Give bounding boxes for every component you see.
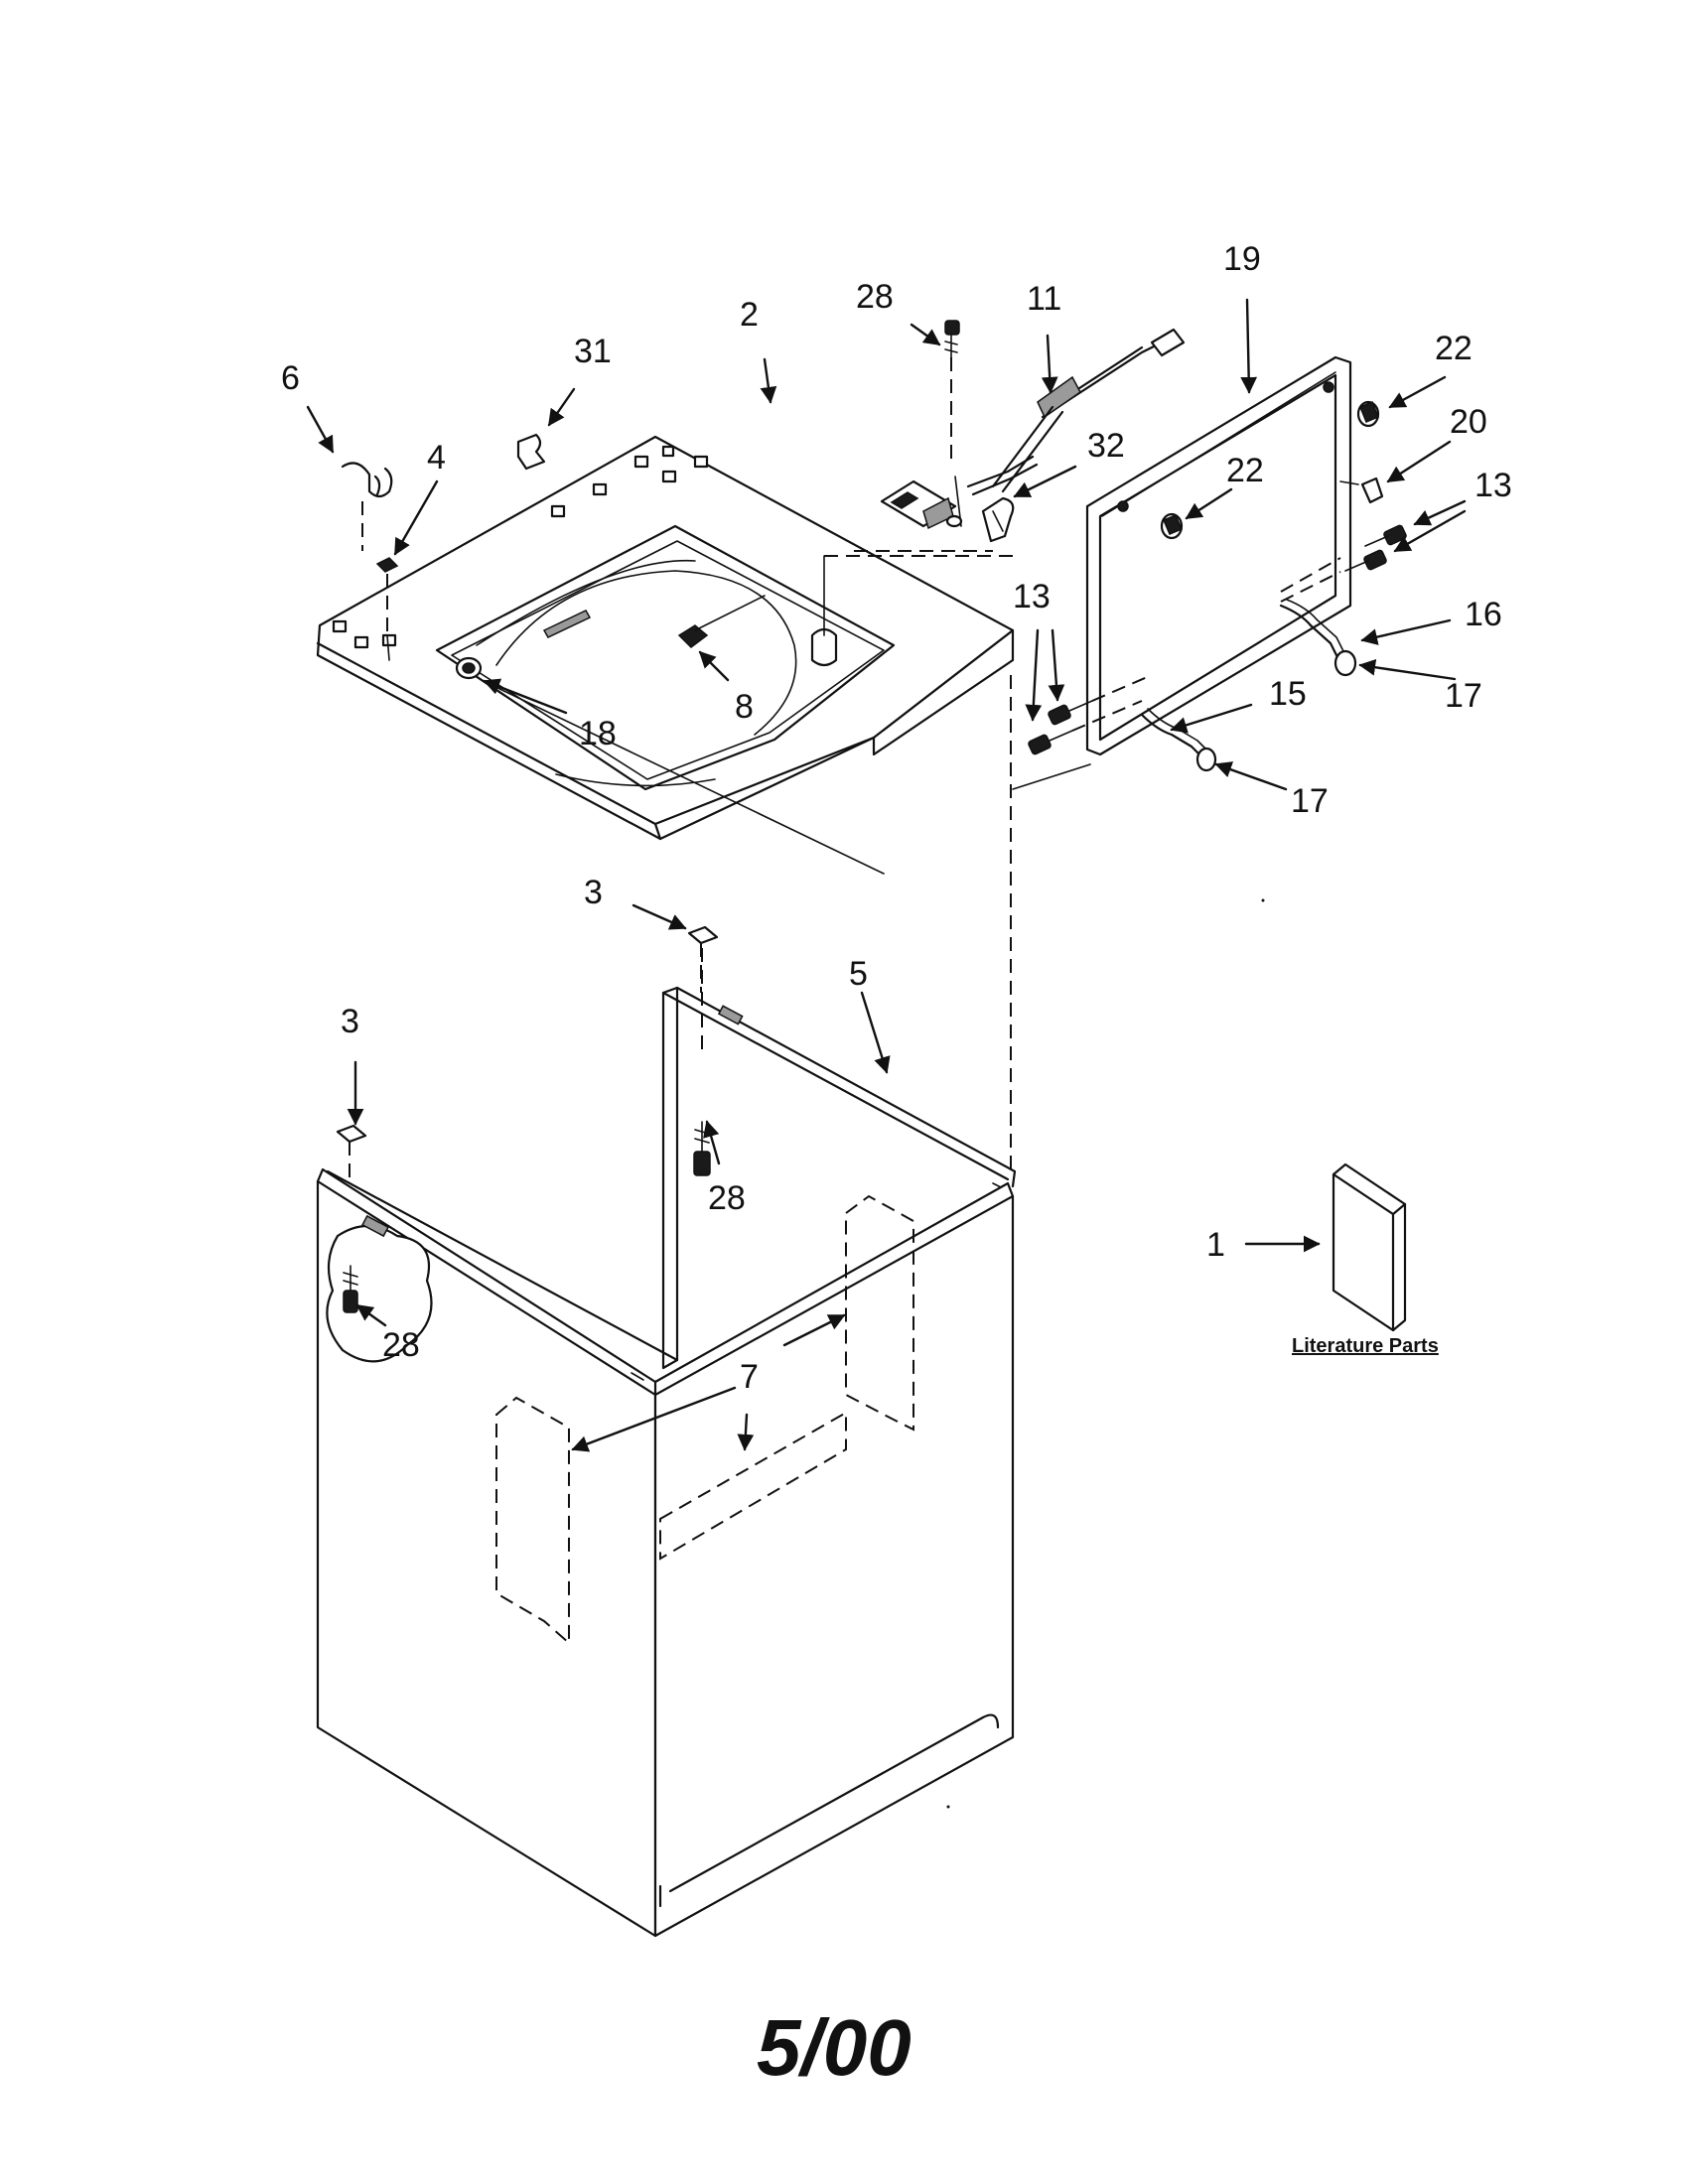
knob-icon [1160, 512, 1184, 540]
clip-icon [687, 925, 719, 993]
screw-icon [343, 1265, 358, 1313]
screw-icon [693, 948, 711, 1176]
top-panel [316, 435, 1015, 875]
label-2: 2 [740, 296, 759, 334]
screw-icon [1364, 524, 1407, 547]
label-17: 17 [1445, 677, 1482, 715]
screw-icon [1344, 549, 1387, 572]
label-28: 28 [856, 278, 894, 316]
clip-icon [516, 433, 546, 471]
mounting-pads [495, 1194, 914, 1646]
label-17: 17 [1291, 782, 1329, 820]
callout-arrows [306, 298, 1467, 1452]
label-13: 13 [1013, 578, 1051, 615]
cutaway-patch [326, 1225, 433, 1363]
label-3: 3 [341, 1003, 359, 1040]
label-22: 22 [1226, 452, 1264, 489]
label-5: 5 [849, 955, 868, 993]
top-panel-body [316, 435, 1015, 841]
label-28: 28 [382, 1326, 420, 1364]
label-32: 32 [1087, 427, 1125, 465]
knob-icon [1356, 400, 1380, 428]
cabinet [316, 986, 1017, 1938]
label-1: 1 [1206, 1226, 1225, 1264]
clip-icon [375, 557, 399, 661]
label-15: 15 [1269, 675, 1307, 713]
label-4: 4 [427, 439, 446, 477]
label-8: 8 [735, 688, 754, 726]
label-7: 7 [740, 1358, 759, 1396]
date-code: 5/00 [757, 2003, 912, 2092]
label-18: 18 [579, 715, 617, 752]
label-3: 3 [584, 874, 603, 911]
clip-icon [336, 1124, 367, 1181]
clip-icon [341, 462, 393, 551]
label-16: 16 [1465, 596, 1502, 633]
label-11: 11 [1027, 280, 1061, 318]
bolt-icon [455, 656, 483, 680]
callout-labels: 19 11 28 22 2 31 6 4 32 20 22 13 13 16 8… [281, 240, 1512, 2092]
bolt-icon [677, 595, 766, 648]
console-frame [1012, 355, 1407, 790]
literature-book [1332, 1162, 1407, 1332]
cabinet-side [653, 1194, 1015, 1938]
cabinet-back-post [661, 986, 679, 1370]
label-28: 28 [708, 1179, 746, 1217]
screw-icon [1048, 700, 1093, 726]
label-20: 20 [1450, 403, 1487, 441]
lid-switch-assembly [823, 320, 1186, 636]
label-6: 6 [281, 359, 300, 397]
label-31: 31 [574, 333, 612, 370]
label-19: 19 [1223, 240, 1261, 278]
literature-parts-caption: Literature Parts [1292, 1335, 1439, 1357]
label-22: 22 [1435, 330, 1473, 367]
label-13: 13 [1474, 467, 1512, 504]
screw-icon [1028, 730, 1073, 755]
